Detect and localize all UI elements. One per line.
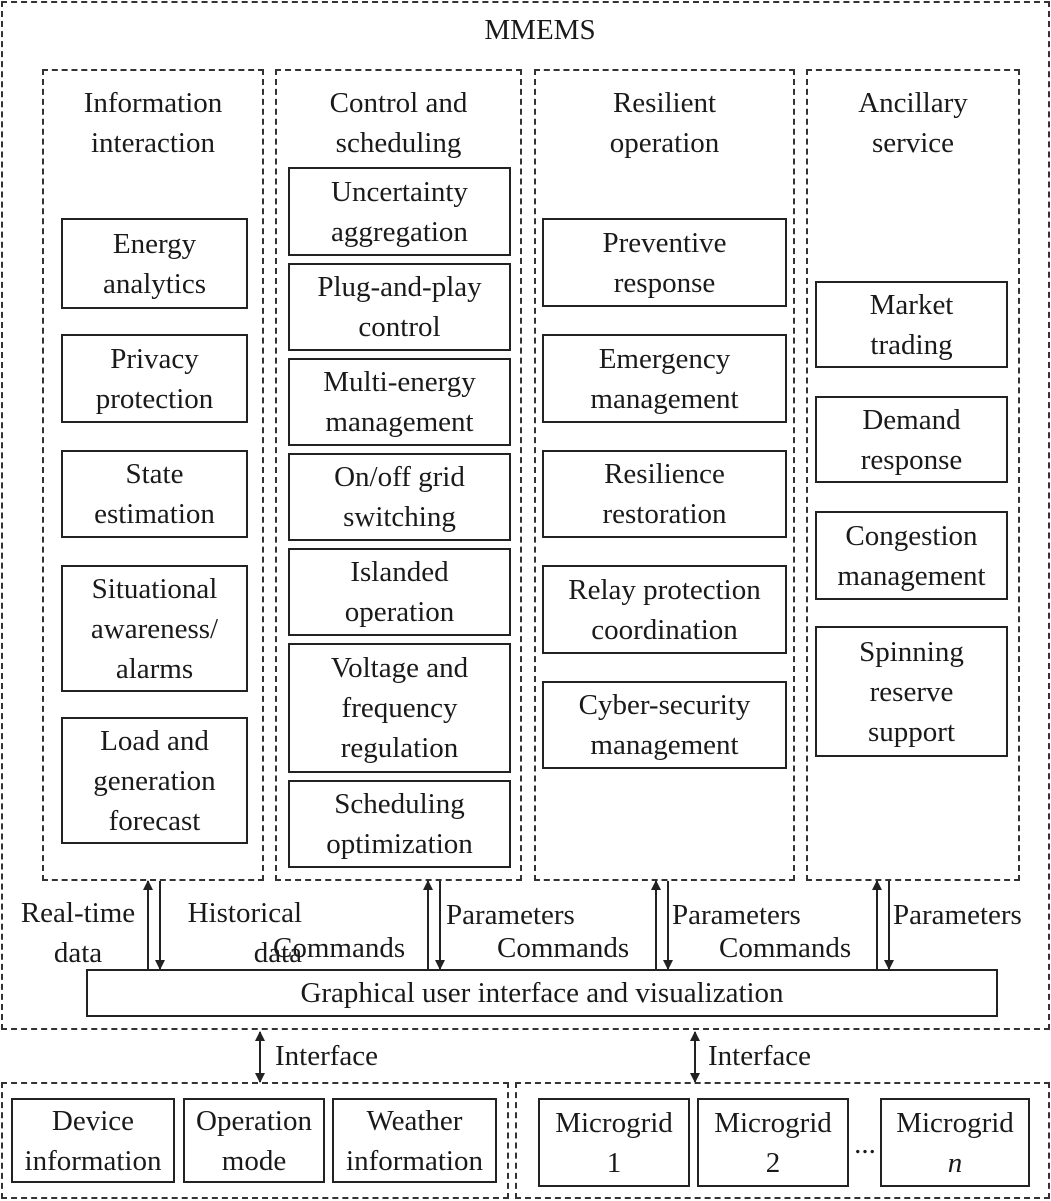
function-box: Congestion management <box>815 511 1008 600</box>
function-box: Emergency management <box>542 334 787 423</box>
operation-mode-box: Operation mode <box>183 1098 325 1183</box>
microgrid-box-1: Microgrid 1 <box>538 1098 690 1187</box>
column-ancillary-service <box>806 69 1020 881</box>
column-title-resilient: Resilient operation <box>609 87 720 159</box>
mmems-title: MMEMS <box>484 14 596 46</box>
column-title-control: Control and scheduling <box>329 87 468 159</box>
function-box: Uncertainty aggregation <box>288 167 511 256</box>
parameters-label: Parameters <box>672 899 801 931</box>
commands-label: Commands <box>273 932 406 964</box>
device-information-box: Device information <box>11 1098 175 1183</box>
function-box: Energy analytics <box>61 218 248 309</box>
function-box: Market trading <box>815 281 1008 368</box>
function-box: Plug-and-play control <box>288 263 511 351</box>
realtime-data-label: Real-time data <box>20 897 136 969</box>
function-box: Privacy protection <box>61 334 248 423</box>
function-box: Cyber-security management <box>542 681 787 769</box>
function-box: Islanded operation <box>288 548 511 636</box>
interface-label-left: Interface <box>275 1040 379 1072</box>
column-resilient-operation <box>534 69 795 881</box>
function-box: State estimation <box>61 450 248 538</box>
column-information-interaction <box>42 69 264 881</box>
commands-label: Commands <box>719 932 852 964</box>
function-box: Load and generation forecast <box>61 717 248 844</box>
data-sources-frame <box>1 1082 509 1199</box>
parameters-label: Parameters <box>446 899 575 931</box>
ellipsis: ... <box>854 1128 876 1160</box>
microgrids-frame <box>515 1082 1050 1199</box>
gui-visualization-bar: Graphical user interface and visualizati… <box>86 969 998 1017</box>
function-box: On/off grid switching <box>288 453 511 541</box>
function-box: Preventive response <box>542 218 787 307</box>
function-box: Relay protection coordination <box>542 565 787 654</box>
column-title-information: Information interaction <box>83 87 223 159</box>
function-box: Resilience restoration <box>542 450 787 538</box>
function-box: Voltage and frequency regulation <box>288 643 511 773</box>
historical-data-label: Historical data <box>187 897 302 969</box>
microgrid-box-2: Microgrid 2 <box>697 1098 849 1187</box>
function-box: Spinning reserve support <box>815 626 1008 757</box>
function-box: Scheduling optimization <box>288 780 511 868</box>
weather-information-box: Weather information <box>332 1098 497 1183</box>
parameters-label: Parameters <box>893 899 1022 931</box>
function-box: Multi-energy management <box>288 358 511 446</box>
column-title-ancillary: Ancillary service <box>858 87 968 159</box>
function-box: Demand response <box>815 396 1008 483</box>
commands-label: Commands <box>497 932 630 964</box>
microgrid-box-n: Microgrid n <box>880 1098 1030 1187</box>
interface-label-right: Interface <box>708 1040 812 1072</box>
function-box: Situational awareness/ alarms <box>61 565 248 692</box>
mmems-frame <box>1 1 1050 1030</box>
column-control-and-scheduling <box>275 69 522 881</box>
